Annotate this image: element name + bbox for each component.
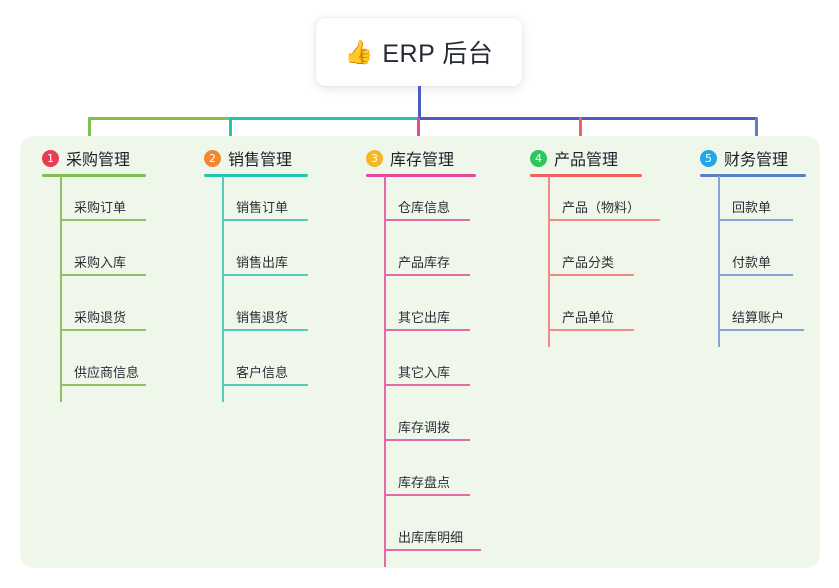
leaf-label: 销售出库 (236, 255, 289, 270)
leaf-label: 其它出库 (398, 310, 451, 325)
branch-title-2: 销售管理 (228, 152, 293, 169)
leaf-underline (222, 329, 308, 331)
leaf-label: 销售订单 (236, 200, 289, 215)
leaf-label: 产品单位 (562, 310, 615, 325)
leaf-underline (718, 219, 793, 221)
drop-connector-col-2 (229, 117, 232, 146)
leaf-underline (60, 329, 146, 331)
leaf-underline (384, 219, 470, 221)
leaf-underline (548, 274, 634, 276)
leaf-underline (60, 219, 146, 221)
branch-underline-2 (204, 174, 308, 177)
leaf-underline (60, 274, 146, 276)
leaf-underline (548, 219, 660, 221)
trunk-connector (418, 86, 421, 120)
branch-title-1: 采购管理 (66, 152, 131, 169)
leaf-label: 产品库存 (398, 255, 451, 270)
leaf-underline (384, 384, 470, 386)
leaf-underline (384, 549, 481, 551)
connector-bar-segment-green (88, 117, 231, 120)
leaf-underline (222, 219, 308, 221)
leaf-underline (384, 439, 470, 441)
leaf-underline (222, 274, 308, 276)
leaf-underline (60, 384, 146, 386)
branch-title-5: 财务管理 (724, 152, 789, 169)
leaf-underline (718, 329, 804, 331)
leaf-label: 库存盘点 (398, 475, 451, 490)
drop-connector-col-4 (579, 117, 582, 146)
leaf-underline (718, 274, 793, 276)
branch-spine-2 (222, 176, 224, 402)
branch-spine-3 (384, 176, 386, 567)
leaf-label: 客户信息 (236, 365, 289, 380)
leaf-label: 付款单 (732, 255, 772, 270)
drop-connector-col-3 (417, 117, 420, 146)
branch-spine-4 (548, 176, 550, 347)
branch-badge-4: 4 (530, 149, 547, 167)
leaf-label: 仓库信息 (398, 200, 451, 215)
leaf-underline (384, 494, 470, 496)
branches-panel (20, 136, 820, 568)
branch-badge-3: 3 (366, 149, 383, 167)
branch-header-5[interactable]: 5 财务管理 (700, 146, 788, 170)
branch-underline-3 (366, 174, 476, 177)
leaf-label: 回款单 (732, 200, 772, 215)
branch-underline-1 (42, 174, 146, 177)
branch-title-4: 产品管理 (554, 152, 619, 169)
thumbs-up-icon: 👍 (344, 38, 374, 65)
branch-badge-5: 5 (700, 149, 717, 167)
branch-badge-1: 1 (42, 149, 59, 167)
leaf-underline (384, 329, 470, 331)
branch-spine-1 (60, 176, 62, 402)
leaf-label: 产品（物料） (562, 200, 641, 215)
leaf-underline (548, 329, 634, 331)
branch-header-3[interactable]: 3 库存管理 (366, 146, 454, 170)
branch-title-3: 库存管理 (390, 152, 455, 169)
connector-bar-segment-teal (231, 117, 419, 120)
leaf-label: 出库库明细 (398, 530, 464, 545)
root-node-card[interactable]: 👍 ERP 后台 (316, 18, 522, 86)
leaf-label: 采购订单 (74, 200, 127, 215)
branch-underline-5 (700, 174, 806, 177)
connector-bar-segment-blue (419, 117, 758, 120)
drop-connector-col-5 (755, 117, 758, 146)
leaf-underline (222, 384, 308, 386)
leaf-label: 库存调拨 (398, 420, 451, 435)
leaf-label: 采购入库 (74, 255, 127, 270)
leaf-underline (384, 274, 470, 276)
leaf-label: 销售退货 (236, 310, 289, 325)
root-node-title: ERP 后台 (382, 40, 494, 68)
branch-underline-4 (530, 174, 642, 177)
branch-badge-2: 2 (204, 149, 221, 167)
root-node-content: 👍 ERP 后台 (345, 34, 494, 70)
leaf-label: 产品分类 (562, 255, 615, 270)
drop-connector-col-1 (88, 117, 91, 146)
branch-spine-5 (718, 176, 720, 347)
leaf-label: 采购退货 (74, 310, 127, 325)
leaf-label: 供应商信息 (74, 365, 140, 380)
branch-header-4[interactable]: 4 产品管理 (530, 146, 618, 170)
leaf-label: 其它入库 (398, 365, 451, 380)
leaf-label: 结算账户 (732, 310, 785, 325)
branch-header-1[interactable]: 1 采购管理 (42, 146, 130, 170)
branch-header-2[interactable]: 2 销售管理 (204, 146, 292, 170)
